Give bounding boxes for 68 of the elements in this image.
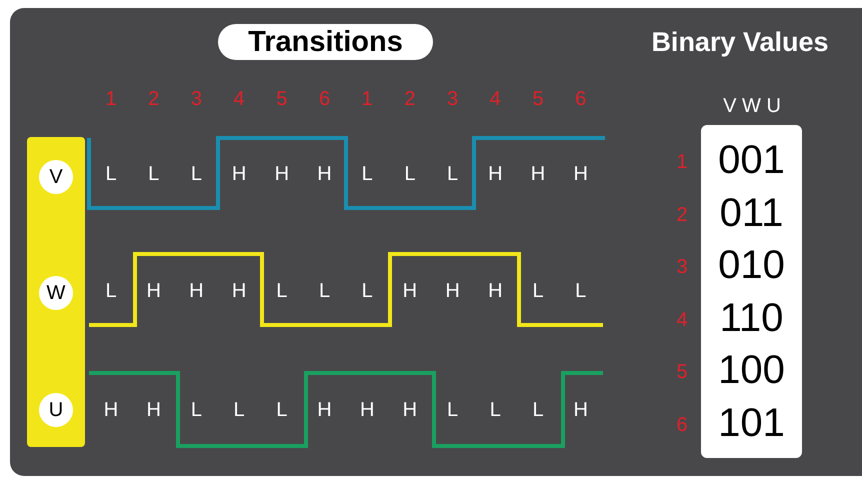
state-letter: H [402,279,418,303]
state-letter: H [316,162,333,186]
step-number: 4 [488,87,502,111]
state-letter: L [531,398,545,422]
state-letter: L [275,279,288,303]
state-letter: H [102,398,120,422]
signal-label: V [39,160,73,194]
state-letter: H [188,279,205,303]
state-letter: H [572,162,589,186]
state-letter: L [190,398,203,422]
step-number: 4 [232,87,246,111]
state-letter: H [530,162,546,186]
binary-value: 100 [717,348,786,392]
step-number: 5 [531,87,545,111]
step-number: 2 [147,87,160,111]
binary-value: 110 [718,296,784,340]
state-letter: H [316,398,333,422]
state-letter: H [230,162,248,186]
state-letter: L [190,162,203,186]
step-number: 5 [275,87,288,111]
state-letter: L [574,279,588,303]
step-number: 2 [403,87,416,111]
row-number: 6 [675,413,689,437]
state-letter: L [275,398,288,422]
state-letter: L [488,398,502,422]
state-letter: H [358,398,376,422]
title: Transitions [218,24,433,60]
state-letter: L [403,162,416,186]
step-number: 6 [318,87,332,111]
state-letter: L [104,162,118,186]
step-number: 1 [360,87,374,111]
row-number: 4 [675,308,689,332]
row-number: 1 [675,150,689,174]
signal-label: W [39,276,73,310]
state-letter: L [360,162,374,186]
state-letter: L [232,398,246,422]
state-letter: H [444,279,461,303]
state-letter: L [531,279,545,303]
state-letter: L [446,162,460,186]
step-number: 6 [574,87,588,111]
binary-value: 001 [717,138,786,182]
state-letter: L [104,279,118,303]
binary-value: 011 [718,191,784,235]
binary-value: 010 [717,243,786,287]
state-letter: L [147,162,160,186]
value-table [701,125,802,458]
state-letter: L [318,279,332,303]
row-number: 5 [675,360,689,384]
state-letter: L [446,398,460,422]
binary-value: 101 [717,401,786,445]
state-letter: H [230,279,248,303]
step-number: 3 [446,87,460,111]
state-letter: H [487,279,504,303]
state-letter: H [274,162,290,186]
row-number: 2 [675,203,689,227]
state-letter: H [145,279,162,303]
state-letter: H [572,398,589,422]
state-letter: H [145,398,162,422]
step-number: 1 [104,87,118,111]
signal-bar [27,137,85,447]
state-letter: H [487,162,504,186]
heading: Binary Values [650,26,830,59]
row-number: 3 [675,255,689,279]
step-number: 3 [190,87,203,111]
state-letter: L [360,279,374,303]
state-letter: H [402,398,418,422]
column-header: V W U [722,94,782,118]
signal-label: U [39,393,73,427]
